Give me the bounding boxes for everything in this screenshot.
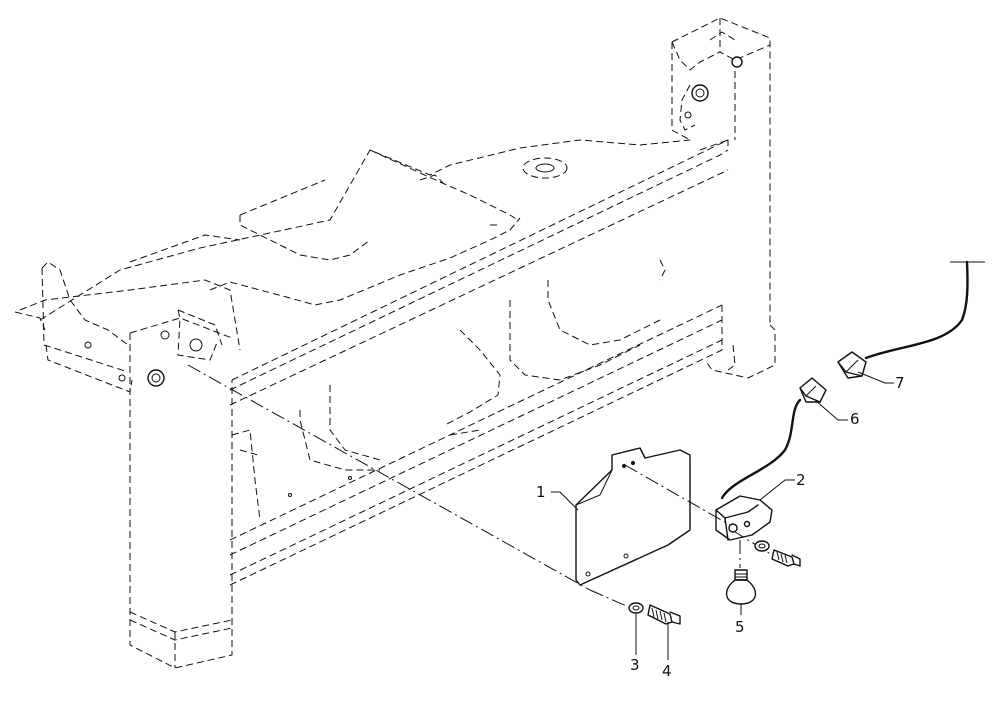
callout-3: 3: [630, 656, 640, 674]
part-5-bulb: [726, 569, 756, 605]
callout-5: 5: [735, 618, 745, 636]
part-7-connector: [837, 260, 985, 379]
part-1-bracket-plate: [575, 447, 691, 586]
callout-6: 6: [850, 410, 860, 428]
part-2-lamp-housing: [715, 495, 773, 541]
callout-labels: 1 2 3 4 5 6 7: [536, 374, 905, 680]
alignment-lines: [187, 364, 773, 613]
callout-4: 4: [662, 662, 672, 680]
part-3-washer: [628, 540, 770, 614]
leader-lines: [551, 371, 894, 660]
callout-7: 7: [895, 374, 905, 392]
callout-2: 2: [796, 471, 806, 489]
part-6-connector: [720, 377, 827, 500]
part-4-bolt: [647, 549, 801, 625]
chassis-frame: [14, 17, 776, 669]
callout-1: 1: [536, 483, 546, 501]
